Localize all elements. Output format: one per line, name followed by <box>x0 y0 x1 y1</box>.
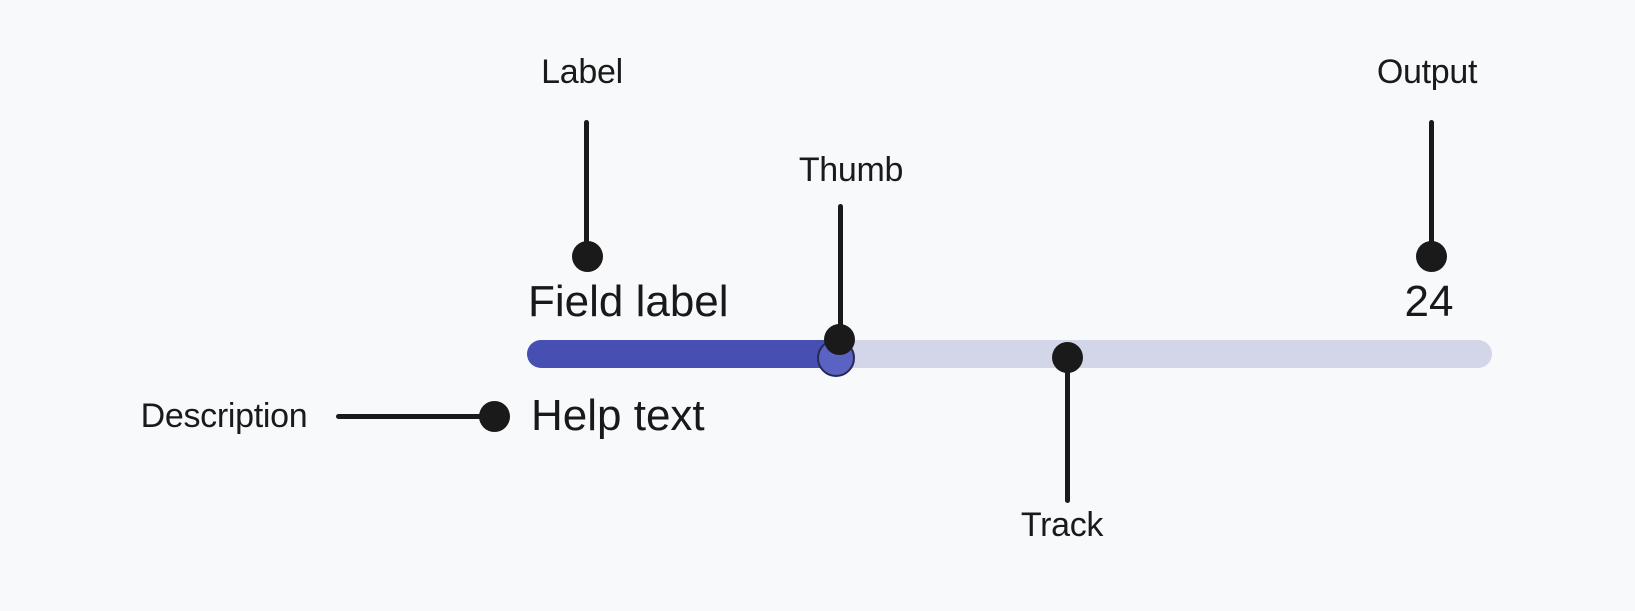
callout-label-text: Label <box>541 53 623 91</box>
slider-field-label: Field label <box>528 277 729 326</box>
callout-description-line <box>336 414 482 419</box>
slider-track[interactable] <box>527 340 1492 368</box>
slider-help-text: Help text <box>531 391 705 440</box>
slider-output-value: 24 <box>1404 277 1454 326</box>
callout-thumb-text: Thumb <box>798 151 904 189</box>
callout-label-line <box>584 120 589 244</box>
callout-thumb-line <box>838 204 843 330</box>
callout-description-text: Description <box>140 397 308 435</box>
callout-track-text: Track <box>1020 506 1104 544</box>
callout-label-dot <box>572 241 603 272</box>
callout-thumb-dot <box>824 324 855 355</box>
callout-output-dot <box>1416 241 1447 272</box>
callout-output-line <box>1429 120 1434 244</box>
callout-output-text: Output <box>1376 53 1478 91</box>
callout-description-dot <box>479 401 510 432</box>
callout-track-line <box>1065 360 1070 503</box>
slider-track-fill <box>527 340 832 368</box>
